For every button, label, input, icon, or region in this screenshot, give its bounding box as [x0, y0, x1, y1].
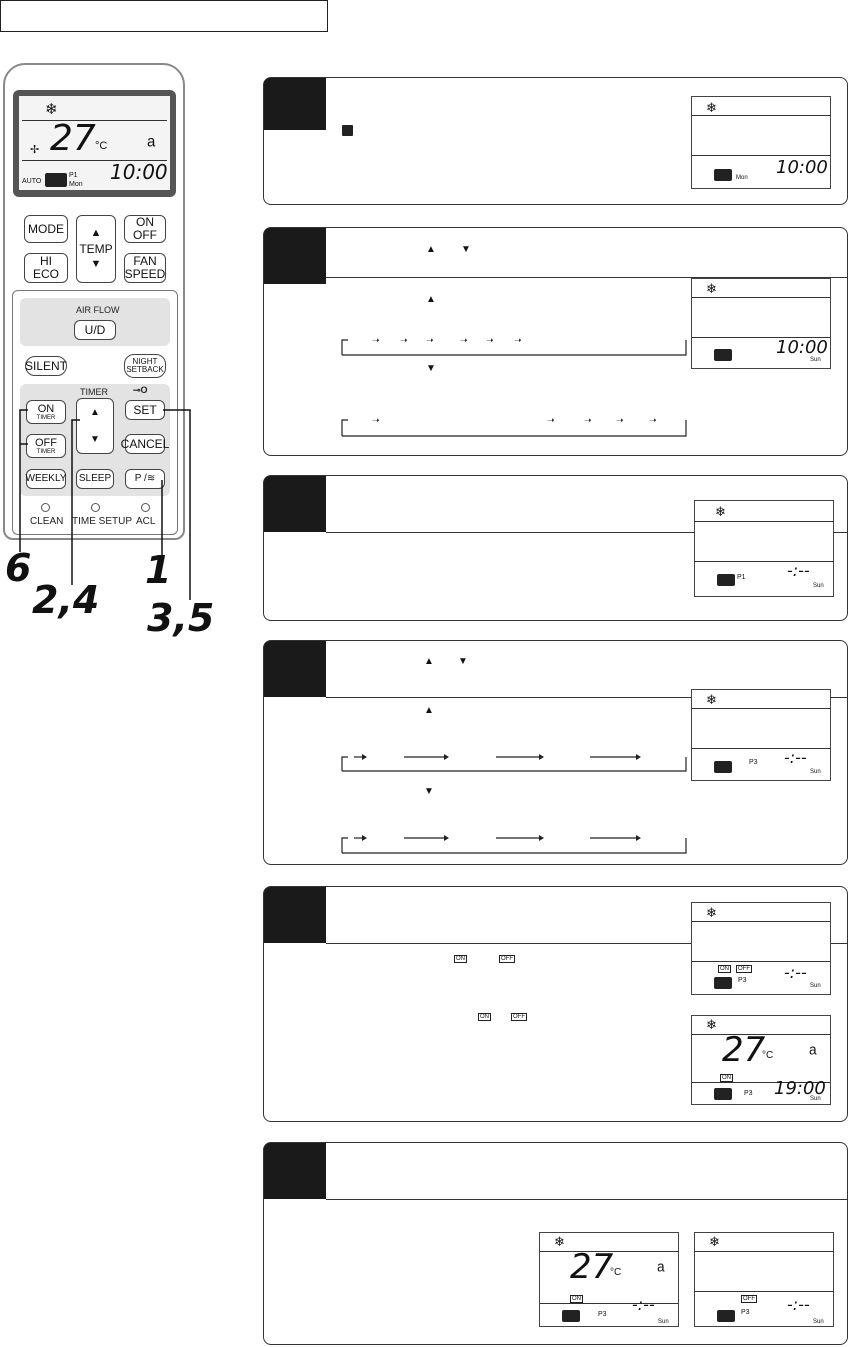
set-button[interactable]: SET — [125, 400, 165, 420]
remote-lcd — [19, 96, 170, 190]
step-1-panel: ❄ 10:00 Mon — [263, 77, 848, 205]
lcd-temp: 27 — [50, 118, 96, 159]
inline-on-badge: ON — [478, 1013, 491, 1021]
acl-indicator — [141, 503, 150, 512]
clean-label: CLEAN — [30, 516, 64, 527]
acl-label: ACL — [136, 516, 156, 527]
fan-icon: ✢ — [30, 144, 40, 156]
step-6-panel: ❄ 27 °C ₐ ON -:-- P3 Sun ❄ OFF -:-- P3 S… — [263, 1142, 848, 1345]
timer-label: TIMER — [80, 387, 108, 397]
weekly-button[interactable]: WEEKLY — [26, 469, 66, 489]
callout-2-4: 2,4 — [32, 578, 100, 622]
step-2-panel: ▲ ▼ ▲ ▼ ➝➝ ➝➝ ➝➝ ➝➝ ➝➝ ➝ ❄ 10:00 Sun — [263, 227, 848, 456]
step-3-display: ❄ -:-- P1 Sun — [694, 500, 834, 597]
sleep-button[interactable]: SLEEP — [76, 469, 114, 489]
weekly-icon — [714, 169, 732, 181]
lcd-day: Mon — [69, 181, 83, 188]
step-5-display-a: ❄ ON OFF -:-- P3 Sun — [691, 902, 831, 995]
step-4-panel: ▲ ▼ ▲ ▼ ❄ -:-- P3 Sun — [263, 640, 848, 865]
lcd-unit: °C — [95, 140, 108, 152]
timer-up-down-button[interactable]: ▲▼ — [76, 398, 114, 454]
wifi-icon: ≋ — [146, 473, 156, 484]
inline-off-badge: OFF — [499, 955, 515, 963]
ud-button[interactable]: U/D — [74, 320, 116, 340]
step-4-display: ❄ -:-- P3 Sun — [691, 689, 831, 781]
mode-button[interactable]: MODE — [24, 215, 68, 243]
step-2-display: ❄ 10:00 Sun — [691, 278, 831, 369]
time-setup-label: TIME SETUP — [72, 516, 133, 527]
silent-button[interactable]: SILENT — [25, 356, 67, 376]
inline-off-badge: OFF — [511, 1013, 527, 1021]
callout-1: 1 — [145, 548, 172, 592]
lcd-program: P1 — [69, 172, 78, 179]
callout-6: 6 — [5, 546, 32, 590]
p-button[interactable]: P / ≋ — [125, 469, 165, 489]
air-flow-label: AIR FLOW — [76, 305, 120, 315]
weekly-icon — [342, 125, 353, 136]
section-title-box — [0, 0, 328, 32]
step-5-display-b: ❄ 27 °C ₐ ON 19:00 P3 Sun — [691, 1015, 831, 1105]
weekly-icon — [45, 173, 67, 187]
on-off-button[interactable]: ON OFF — [124, 215, 166, 243]
lcd-time: 10:00 — [110, 160, 168, 184]
fan-speed-button[interactable]: FAN SPEED — [124, 253, 166, 283]
key-lock-icon: ⊸O — [133, 385, 148, 395]
time-setup-indicator — [91, 503, 100, 512]
cancel-button[interactable]: CANCEL — [121, 434, 169, 454]
louver-icon: ₐ — [147, 125, 156, 150]
snowflake-icon: ❄ — [45, 101, 58, 118]
callout-3-5: 3,5 — [147, 596, 215, 640]
step-6-display-a: ❄ 27 °C ₐ ON -:-- P3 Sun — [539, 1232, 679, 1327]
step-3-panel: ❄ -:-- P1 Sun — [263, 475, 848, 621]
inline-on-badge: ON — [454, 955, 467, 963]
step-5-panel: ON OFF ON OFF ❄ ON OFF -:-- P3 Sun ❄ 27 … — [263, 886, 848, 1122]
step-6-display-b: ❄ OFF -:-- P3 Sun — [694, 1232, 834, 1327]
clean-indicator — [41, 503, 50, 512]
hi-eco-button[interactable]: HI ECO — [24, 253, 68, 283]
lcd-mode: AUTO — [22, 178, 42, 185]
step-1-display: ❄ 10:00 Mon — [691, 96, 831, 189]
temp-button[interactable]: ▲TEMP▼ — [76, 215, 116, 283]
night-setback-button[interactable]: NIGHT SETBACK — [124, 354, 166, 378]
